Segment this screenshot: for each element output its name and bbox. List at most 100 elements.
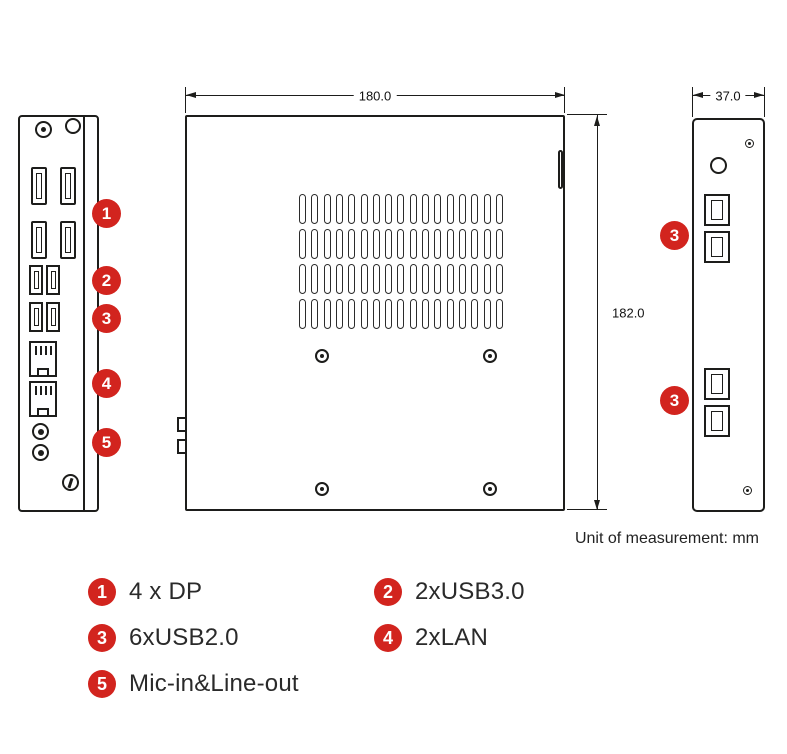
- screw-hole-icon: [315, 482, 329, 496]
- vent-slot: [385, 229, 393, 259]
- legend-badge: 2: [374, 578, 402, 606]
- port-slot: [50, 271, 56, 289]
- vent-slot: [422, 264, 429, 294]
- mount-tab: [177, 439, 187, 454]
- usb2-port-icon: [704, 194, 730, 226]
- callout-badge-dp: 1: [92, 199, 121, 228]
- lan-pins: [35, 386, 53, 395]
- lan-port-icon: [29, 381, 57, 417]
- vent-slot: [458, 299, 466, 329]
- usb2-port-icon: [704, 405, 730, 437]
- lock-slash: [67, 477, 74, 488]
- vent-slot: [372, 299, 380, 329]
- screw-hole-icon: [483, 349, 497, 363]
- vent-slot: [360, 264, 368, 294]
- vent-slot: [495, 264, 503, 294]
- center-dot: [746, 489, 749, 492]
- vent-slot: [446, 264, 454, 294]
- extension-line: [185, 87, 186, 113]
- vent-slot: [434, 264, 442, 294]
- screw-hole-icon: [483, 482, 497, 496]
- vent-slot: [434, 299, 442, 329]
- vent-slot: [483, 194, 491, 224]
- dimension-label-depth: 37.0: [710, 88, 746, 104]
- side-button-notch: [558, 150, 563, 189]
- legend-badge: 1: [88, 578, 116, 606]
- vent-slot: [458, 194, 466, 224]
- legend-item-audio: 5 Mic-in&Line-out: [88, 670, 299, 698]
- vent-slot: [335, 264, 343, 294]
- mount-tab: [177, 417, 187, 432]
- legend-item-usb3: 2 2xUSB3.0: [374, 578, 525, 606]
- vent-slot: [471, 194, 479, 224]
- vent-slot: [311, 264, 319, 294]
- legend-label: 6xUSB2.0: [129, 624, 239, 651]
- legend-item-dp: 1 4 x DP: [88, 578, 202, 606]
- port-slot: [711, 411, 723, 431]
- vent-slot: [299, 194, 306, 224]
- vent-slot: [397, 229, 405, 259]
- extension-line: [564, 87, 565, 113]
- screw-hole-icon: [315, 349, 329, 363]
- vent-slot: [348, 299, 356, 329]
- port-slot: [711, 374, 723, 394]
- vent-slot: [422, 299, 429, 329]
- vent-slot: [446, 194, 454, 224]
- vent-slot: [348, 229, 356, 259]
- dimension-label-height: 182.0: [607, 305, 650, 321]
- callout-badge-usb3: 2: [92, 266, 121, 295]
- lan-notch: [37, 368, 49, 375]
- center-dot: [320, 487, 324, 491]
- vent-slot: [385, 194, 393, 224]
- port-slot: [711, 237, 723, 257]
- vent-slot: [483, 264, 491, 294]
- port-slot: [711, 200, 723, 220]
- dimension-line-height: [597, 115, 598, 510]
- legend-item-lan: 4 2xLAN: [374, 624, 488, 652]
- center-dot: [748, 142, 751, 145]
- usb2-port-icon: [704, 231, 730, 263]
- extension-line: [567, 509, 607, 510]
- usb3-port-icon: [29, 265, 43, 295]
- legend-label: 2xUSB3.0: [415, 578, 525, 605]
- extension-line: [764, 87, 765, 117]
- vent-slot: [409, 299, 417, 329]
- vent-slot: [323, 299, 331, 329]
- arrowhead-right: [754, 92, 764, 98]
- arrowhead-up: [594, 116, 600, 126]
- dp-port-icon: [31, 221, 47, 259]
- arrowhead-right: [555, 92, 565, 98]
- power-button-icon: [710, 157, 727, 174]
- lan-notch: [37, 408, 49, 415]
- dimension-label-width: 180.0: [353, 88, 397, 104]
- vent-slot: [311, 229, 319, 259]
- usb3-port-icon: [46, 265, 60, 295]
- legend-badge: 3: [88, 624, 116, 652]
- vent-slot: [348, 264, 356, 294]
- vent-slot: [495, 299, 503, 329]
- legend-badge: 4: [374, 624, 402, 652]
- vent-slot: [323, 194, 331, 224]
- vent-slot: [434, 229, 442, 259]
- dp-port-icon: [60, 167, 76, 205]
- vent-slot: [335, 194, 343, 224]
- port-slot: [50, 308, 56, 326]
- dp-port-icon: [60, 221, 76, 259]
- vent-slot: [471, 264, 479, 294]
- port-slot: [36, 227, 42, 253]
- port-slot: [65, 173, 71, 199]
- callout-badge-lan: 4: [92, 369, 121, 398]
- usb2-port-icon: [46, 302, 60, 332]
- vent-slot: [385, 264, 393, 294]
- arrowhead-down: [594, 500, 600, 510]
- extension-line: [567, 114, 607, 115]
- legend-badge: 5: [88, 670, 116, 698]
- line-out-jack-icon: [32, 444, 49, 461]
- usb2-port-icon: [704, 368, 730, 400]
- vent-slot: [372, 264, 380, 294]
- center-dot: [488, 354, 492, 358]
- vent-slot: [372, 229, 380, 259]
- center-dot: [320, 354, 324, 358]
- vent-slot: [360, 229, 368, 259]
